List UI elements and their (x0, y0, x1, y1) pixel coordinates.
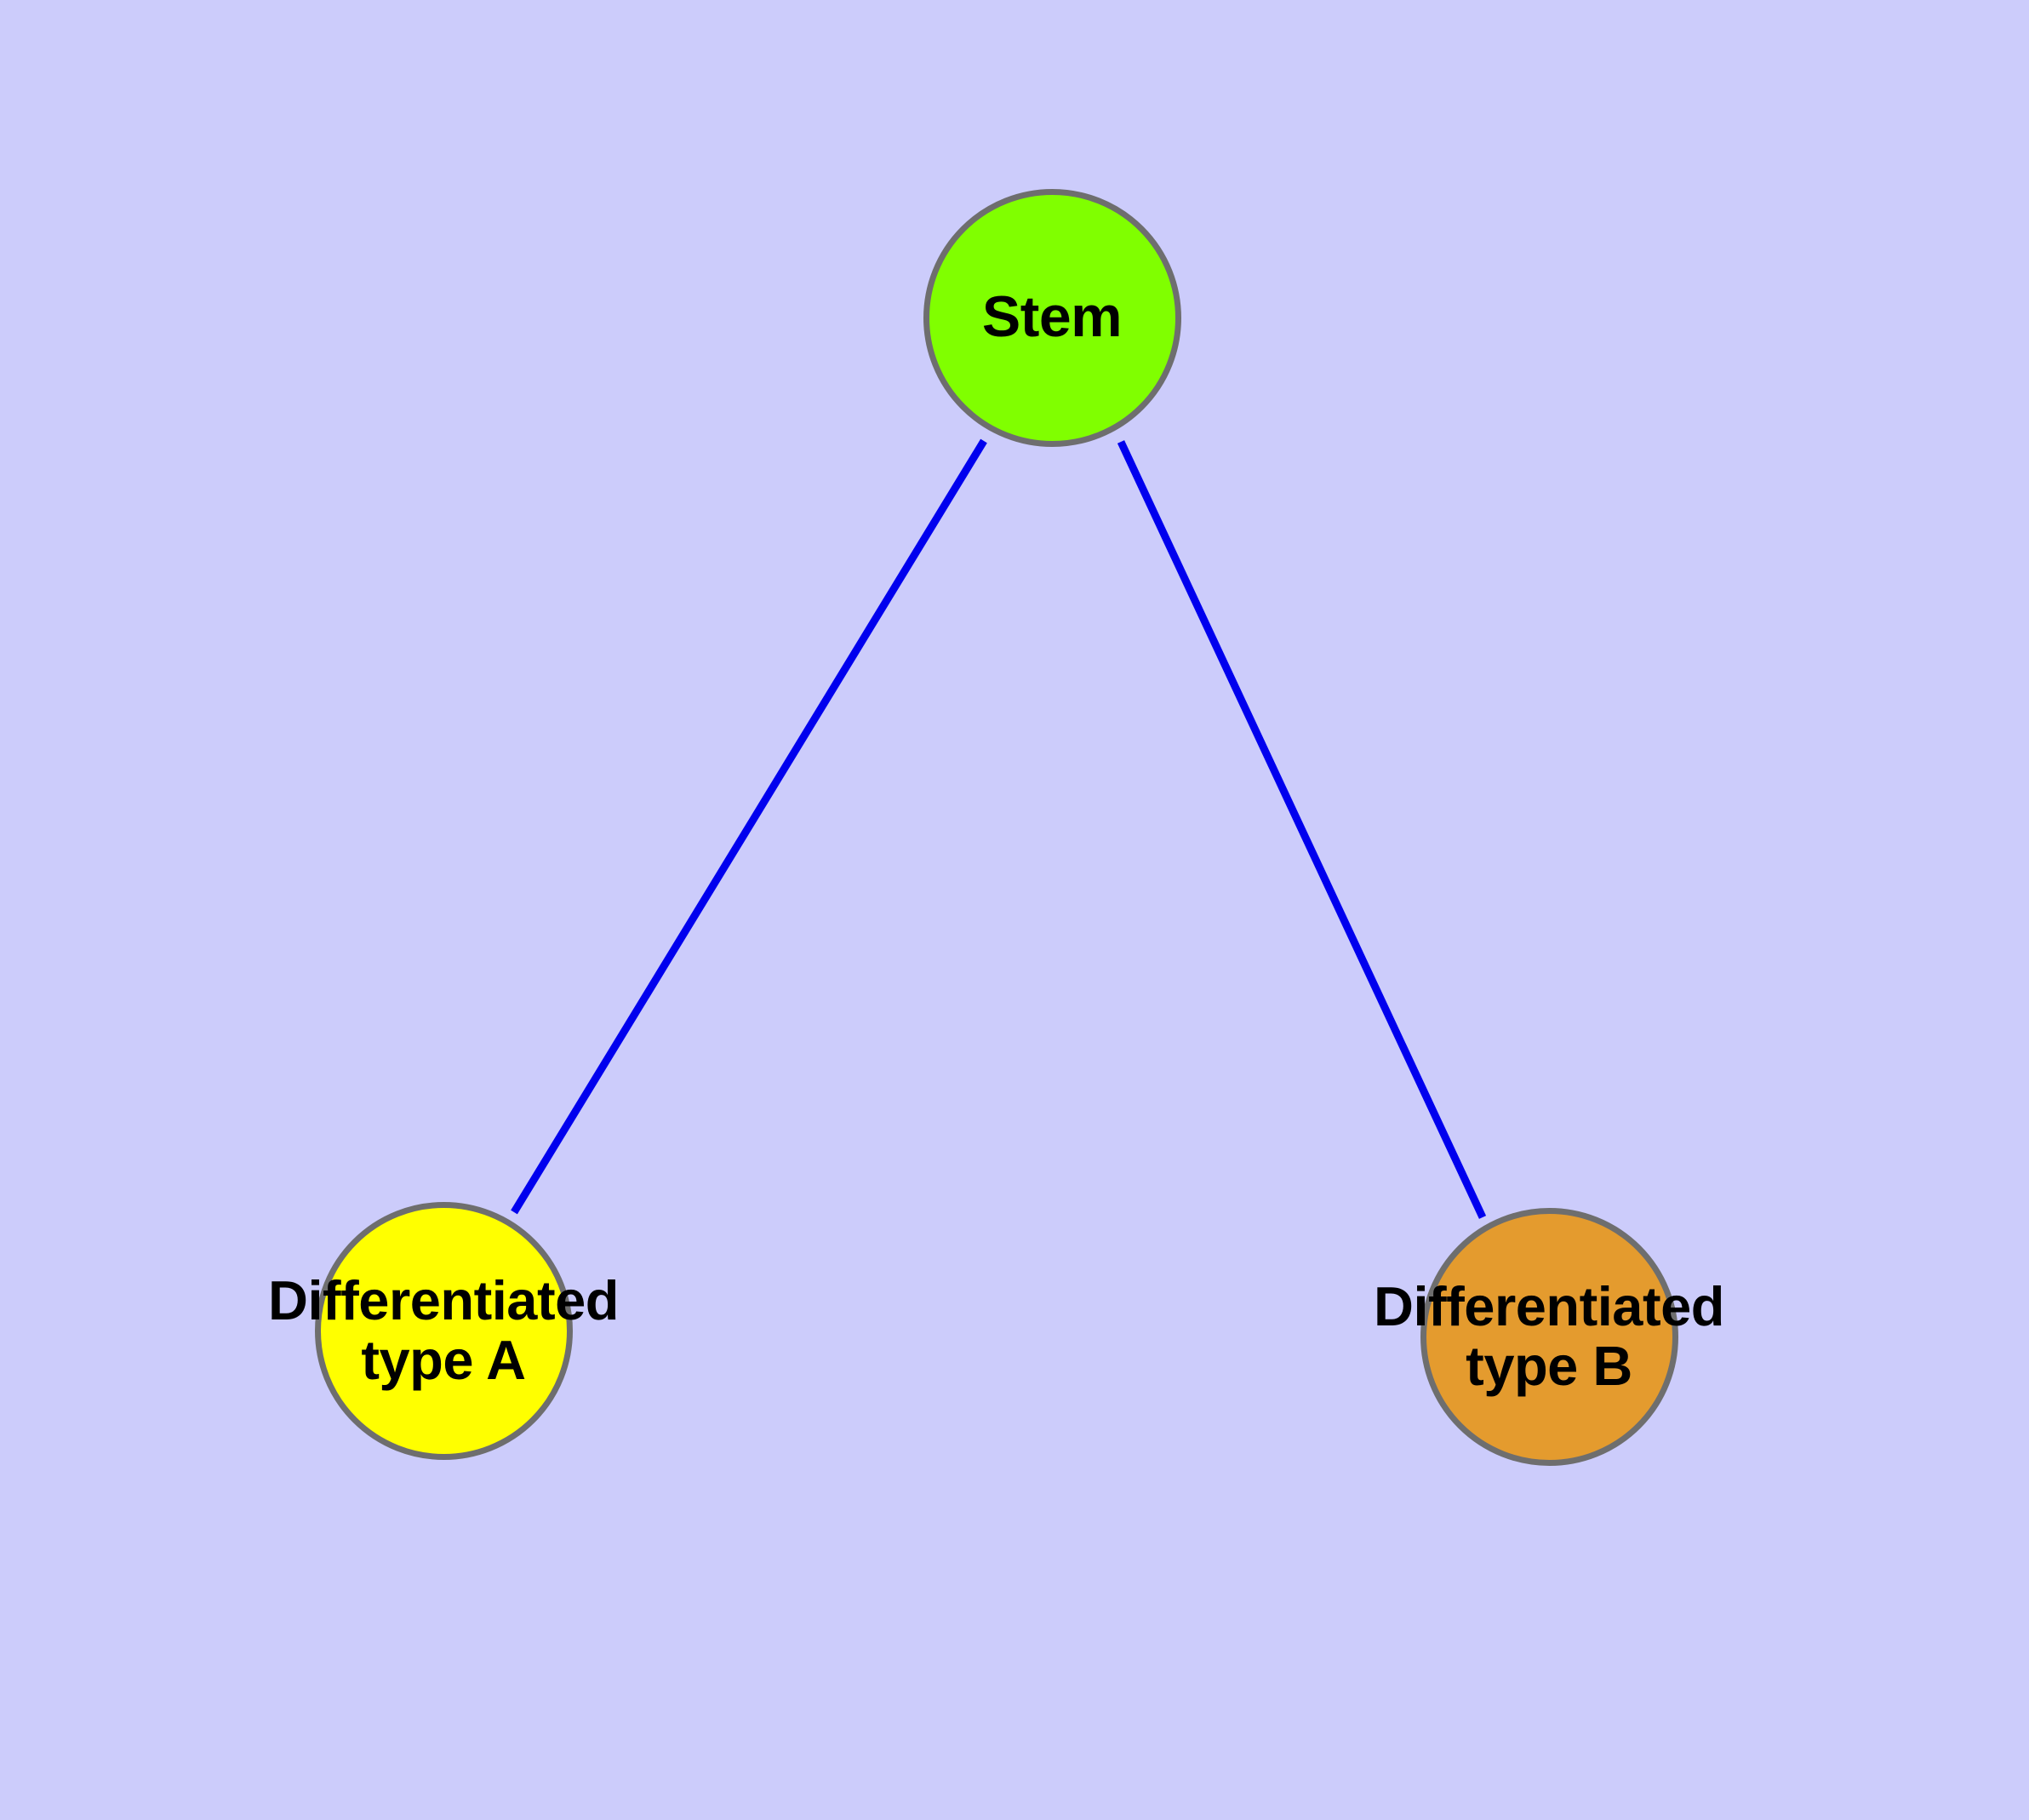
node-differentiated-type-a[interactable] (314, 1201, 573, 1460)
edge-stem-to-differentiated-type-a (511, 438, 987, 1215)
node-stem[interactable] (923, 188, 1181, 447)
edge-stem-to-differentiated-type-b (1117, 440, 1487, 1219)
node-differentiated-type-b[interactable] (1420, 1207, 1678, 1466)
